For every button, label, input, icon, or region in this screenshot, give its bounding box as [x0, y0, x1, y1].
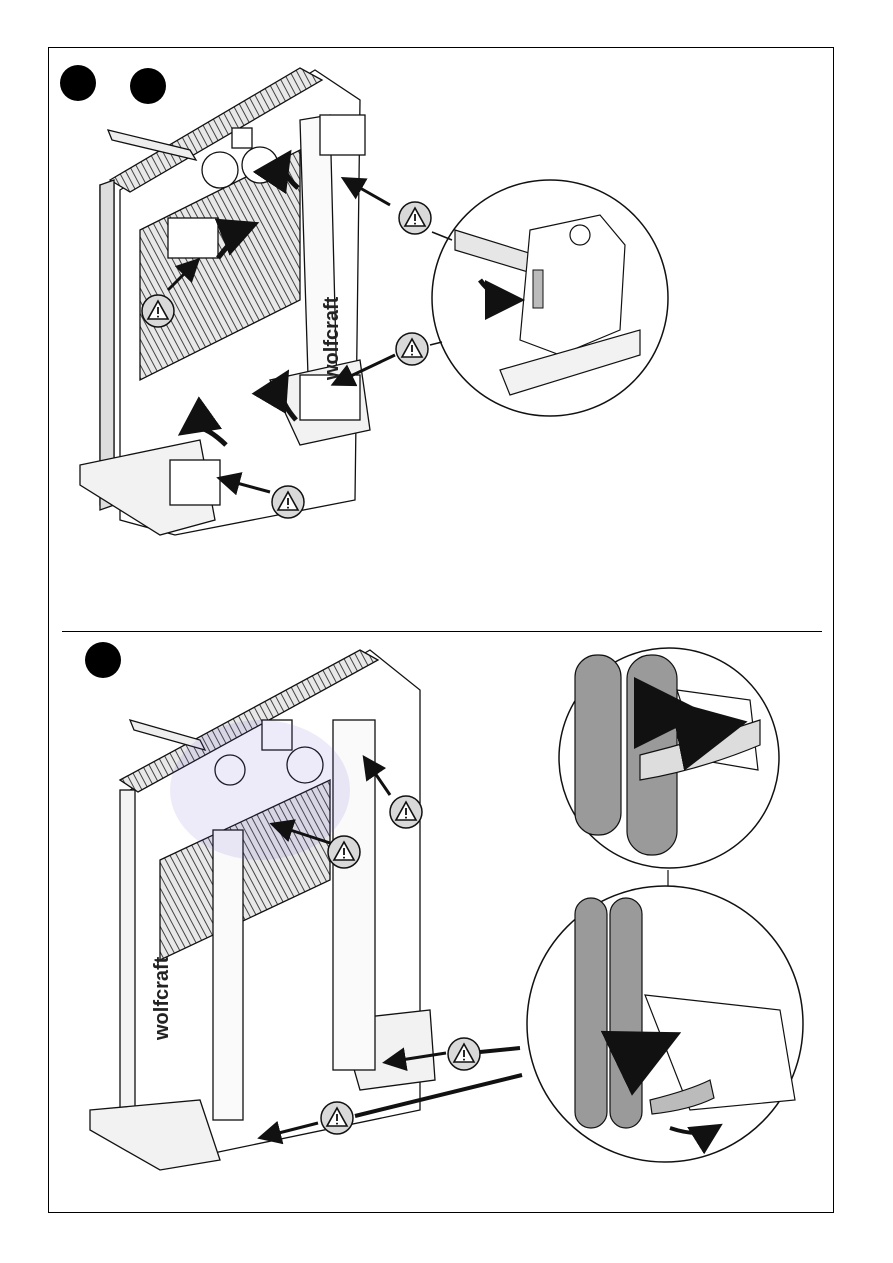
- brand-label-top: wolfcraft: [321, 296, 343, 381]
- warning-triangle-icon: [272, 486, 304, 518]
- brand-label-bottom: wolfcraft: [151, 956, 173, 1041]
- warning-triangle-icon: [448, 1038, 480, 1070]
- tint-overlay: [170, 720, 350, 860]
- warning-triangle-icon: [399, 202, 431, 234]
- detail-circle-strap: [559, 648, 779, 868]
- warning-triangle-icon: [328, 836, 360, 868]
- warning-triangle-icon: [390, 796, 422, 828]
- warning-triangle-icon: [321, 1102, 353, 1134]
- warning-triangle-icon: [396, 333, 428, 365]
- detail-circle-top: [430, 180, 668, 416]
- warning-triangle-icon: [142, 295, 174, 327]
- detail-circle-clamp: [527, 886, 803, 1162]
- workbench-top-drawing: wolfcraft: [80, 68, 370, 535]
